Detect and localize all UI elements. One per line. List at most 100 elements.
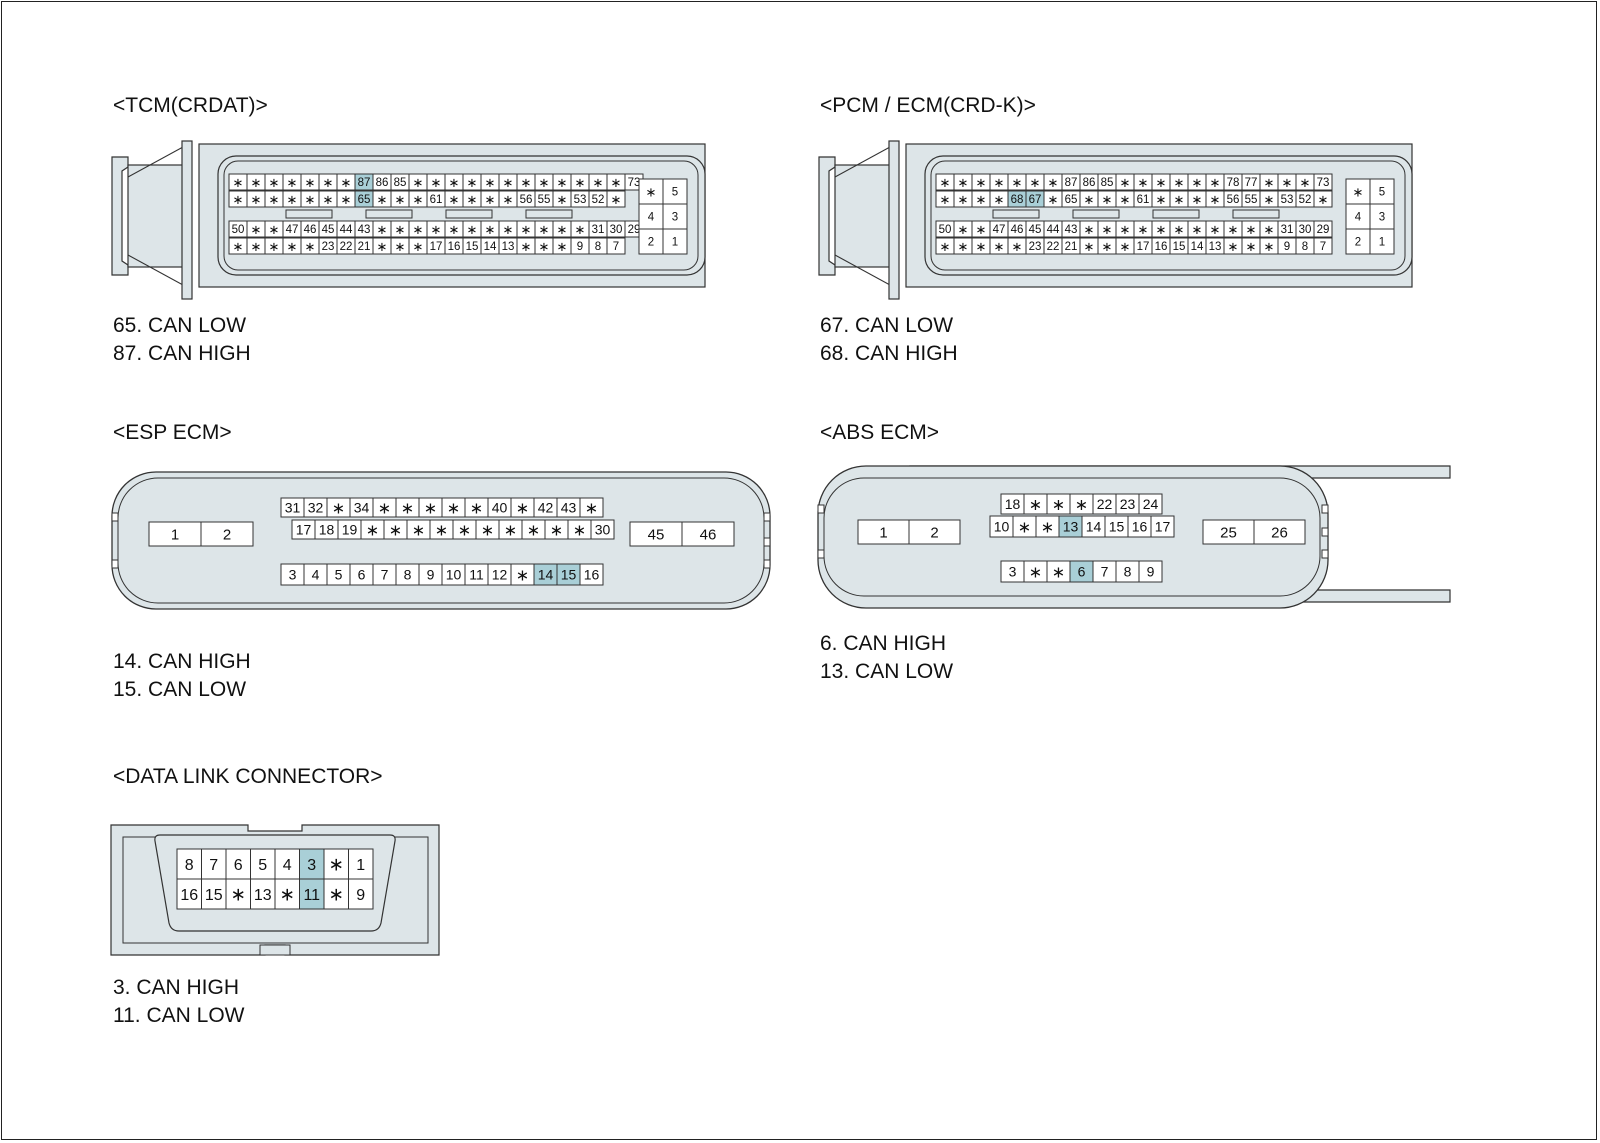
pin-unused-mark: ∗ (1137, 175, 1148, 190)
pin-number: 5 (258, 857, 267, 874)
abs-note: 13. CAN LOW (820, 659, 954, 683)
pin-unused-mark: ∗ (1191, 222, 1202, 237)
pin-unused-mark: ∗ (1155, 192, 1166, 207)
pin-unused-mark: ∗ (412, 175, 423, 190)
pin-unused-mark: ∗ (610, 192, 621, 207)
pin-unused-mark: ∗ (376, 222, 387, 237)
pin-unused-mark: ∗ (304, 239, 315, 254)
pin-unused-mark: ∗ (1011, 175, 1022, 190)
pin-number: 77 (1245, 177, 1258, 189)
pin-number: 42 (538, 500, 554, 516)
pin-cell (681, 521, 735, 547)
pin-cell (274, 878, 300, 910)
pin-number: 3 (672, 212, 678, 224)
connector-key (445, 209, 493, 219)
connector-key (259, 944, 291, 956)
pin-unused-mark: ∗ (1191, 192, 1202, 207)
pin-number: 16 (1132, 519, 1148, 535)
pin-number: 65 (358, 194, 371, 206)
abs-title: <ABS ECM> (820, 421, 940, 444)
pin-number: 17 (430, 241, 443, 253)
pin-unused-mark: ∗ (250, 175, 261, 190)
pin-number: 65 (1065, 194, 1078, 206)
pin-number: 17 (296, 522, 312, 538)
pin-number: 45 (322, 224, 335, 236)
pin-number: 5 (1379, 187, 1385, 199)
pin-number: 18 (319, 522, 335, 538)
esp-title: <ESP ECM> (113, 421, 232, 444)
pin-unused-mark: ∗ (975, 192, 986, 207)
pin-unused-mark: ∗ (250, 192, 261, 207)
pin-unused-mark: ∗ (1018, 518, 1032, 536)
pin-number: 22 (340, 241, 353, 253)
pin-unused-mark: ∗ (378, 499, 392, 517)
pin-cell (1150, 515, 1175, 538)
pin-unused-mark: ∗ (1173, 175, 1184, 190)
pin-unused-mark: ∗ (1029, 175, 1040, 190)
pin-cell (1253, 519, 1306, 545)
pin-number: 11 (303, 887, 320, 904)
pin-number: 44 (1047, 224, 1060, 236)
pin-number: 45 (648, 526, 665, 543)
pin-unused-mark: ∗ (424, 499, 438, 517)
pin-cell (250, 878, 276, 910)
pin-cell (662, 203, 688, 230)
connector-latch (111, 156, 129, 276)
connector-latch (834, 146, 891, 178)
pin-cell (200, 521, 254, 547)
pin-number: 10 (446, 567, 462, 583)
pin-unused-mark: ∗ (394, 239, 405, 254)
pin-unused-mark: ∗ (366, 521, 380, 539)
pin-unused-mark: ∗ (504, 521, 518, 539)
pin-unused-mark: ∗ (232, 175, 243, 190)
pin-number: 5 (672, 187, 678, 199)
pin-unused-mark: ∗ (1263, 175, 1274, 190)
pin-number: 22 (1097, 496, 1113, 512)
pin-number: 73 (1317, 177, 1330, 189)
pin-cell (606, 190, 626, 208)
pin-cell (1313, 220, 1333, 238)
esp-note: 15. CAN LOW (113, 677, 247, 701)
pin-cell (1202, 519, 1255, 545)
pin-unused-mark: ∗ (975, 222, 986, 237)
pin-unused-mark: ∗ (1083, 222, 1094, 237)
pin-unused-mark: ∗ (1281, 175, 1292, 190)
pin-unused-mark: ∗ (412, 521, 426, 539)
pin-unused-mark: ∗ (1083, 192, 1094, 207)
pin-unused-mark: ∗ (412, 192, 423, 207)
pin-unused-mark: ∗ (520, 175, 531, 190)
pin-number: 46 (304, 224, 317, 236)
pin-number: 8 (404, 567, 412, 583)
pin-unused-mark: ∗ (556, 222, 567, 237)
pin-number: 21 (1065, 241, 1078, 253)
pin-unused-mark: ∗ (340, 192, 351, 207)
connector-notch (1321, 527, 1329, 537)
pin-unused-mark: ∗ (1101, 192, 1112, 207)
pin-number: 22 (1047, 241, 1060, 253)
pin-number: 53 (574, 194, 587, 206)
connector-flange (888, 140, 900, 300)
pin-number: 23 (322, 241, 335, 253)
abs-pin-notes: 6. CAN HIGH 13. CAN LOW (820, 630, 953, 685)
pin-number: 16 (1155, 241, 1168, 253)
pin-unused-mark: ∗ (401, 499, 415, 517)
pin-cell (638, 203, 664, 230)
pin-number: 14 (1086, 519, 1102, 535)
tcm-note: 65. CAN LOW (113, 314, 247, 337)
pin-unused-mark: ∗ (1041, 518, 1055, 536)
pin-number: 15 (205, 887, 223, 904)
pin-number: 6 (358, 567, 366, 583)
pin-unused-mark: ∗ (1317, 192, 1328, 207)
pin-unused-mark: ∗ (430, 175, 441, 190)
pin-unused-mark: ∗ (1209, 222, 1220, 237)
pin-cell (1369, 178, 1395, 205)
pin-unused-mark: ∗ (975, 239, 986, 254)
connector-latch (818, 156, 836, 276)
pin-cell (1369, 228, 1395, 255)
pin-unused-mark: ∗ (466, 192, 477, 207)
connector-inner-wall (823, 477, 1321, 597)
pin-number: 1 (672, 237, 678, 249)
pin-cell (579, 563, 604, 586)
connector-key (1232, 209, 1280, 219)
